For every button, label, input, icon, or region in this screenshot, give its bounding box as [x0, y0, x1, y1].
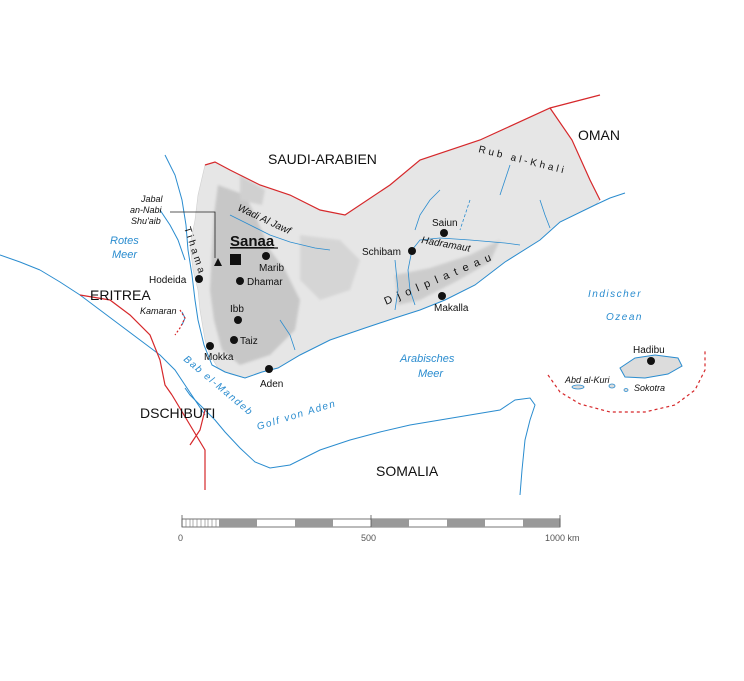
sokotra-island: [619, 354, 683, 379]
ibb-dot: [234, 316, 242, 324]
label-oman: OMAN: [578, 127, 620, 143]
label-abd-al-kuri: Abd al-Kuri: [564, 375, 611, 385]
label-somalia: SOMALIA: [376, 463, 439, 479]
hodeida-dot: [195, 275, 203, 283]
label-sanaa: Sanaa: [230, 233, 275, 250]
label-sokotra: Sokotra: [634, 383, 665, 393]
label-djibouti: DSCHIBUTI: [140, 405, 215, 421]
small-island: [608, 383, 616, 389]
label-indian-ocean-2: Ozean: [606, 312, 643, 323]
label-kamaran: Kamaran: [140, 306, 177, 316]
label-dhamar: Dhamar: [247, 277, 283, 288]
label-hadibu: Hadibu: [633, 345, 665, 356]
label-aden: Aden: [260, 379, 283, 390]
scale-label-1000: 1000 km: [545, 533, 580, 543]
small-island: [623, 388, 629, 392]
peak-leader-line: [170, 211, 216, 258]
label-peak-line1: Jabal: [140, 194, 164, 204]
label-peak-line2: an-Nabi: [130, 205, 163, 215]
label-saudi-arabia: SAUDI-ARABIEN: [268, 151, 377, 167]
coastlines: [0, 154, 626, 496]
peak-marker-icon: [214, 258, 222, 266]
aden-dot: [265, 365, 273, 373]
label-hodeida: Hodeida: [149, 275, 187, 286]
marib-dot: [262, 252, 270, 260]
label-arabian-sea-1: Arabisches: [399, 353, 455, 365]
label-red-sea-1: Rotes: [110, 235, 139, 247]
mokka-dot: [206, 342, 214, 350]
dhamar-dot: [236, 277, 244, 285]
capital-marker-icon: [230, 254, 241, 265]
label-eritrea: ERITREA: [90, 287, 151, 303]
label-gulf-of-aden: Golf von Aden: [256, 398, 338, 433]
label-taiz: Taiz: [240, 336, 258, 347]
scale-label-0: 0: [178, 533, 183, 543]
label-red-sea-2: Meer: [112, 249, 138, 261]
label-ibb: Ibb: [230, 304, 244, 315]
abd-al-kuri-island: [571, 384, 585, 390]
label-saiun: Saiun: [432, 218, 458, 229]
label-indian-ocean-1: Indischer: [588, 289, 642, 300]
relief-shading: [210, 175, 500, 365]
hadibu-dot: [647, 357, 655, 365]
scale-label-500: 500: [361, 533, 376, 543]
label-peak-line3: Shu'aib: [131, 216, 161, 226]
schibam-dot: [408, 247, 416, 255]
wadis: [229, 164, 551, 351]
city-dots: [195, 229, 655, 373]
label-makalla: Makalla: [434, 303, 469, 314]
label-mokka: Mokka: [204, 352, 234, 363]
label-arabian-sea-2: Meer: [418, 368, 444, 380]
label-marib: Marib: [259, 263, 284, 274]
borders: [79, 94, 706, 490]
makalla-dot: [438, 292, 446, 300]
label-schibam: Schibam: [362, 247, 401, 258]
saiun-dot: [440, 229, 448, 237]
scale-bar: [181, 515, 561, 528]
taiz-dot: [230, 336, 238, 344]
